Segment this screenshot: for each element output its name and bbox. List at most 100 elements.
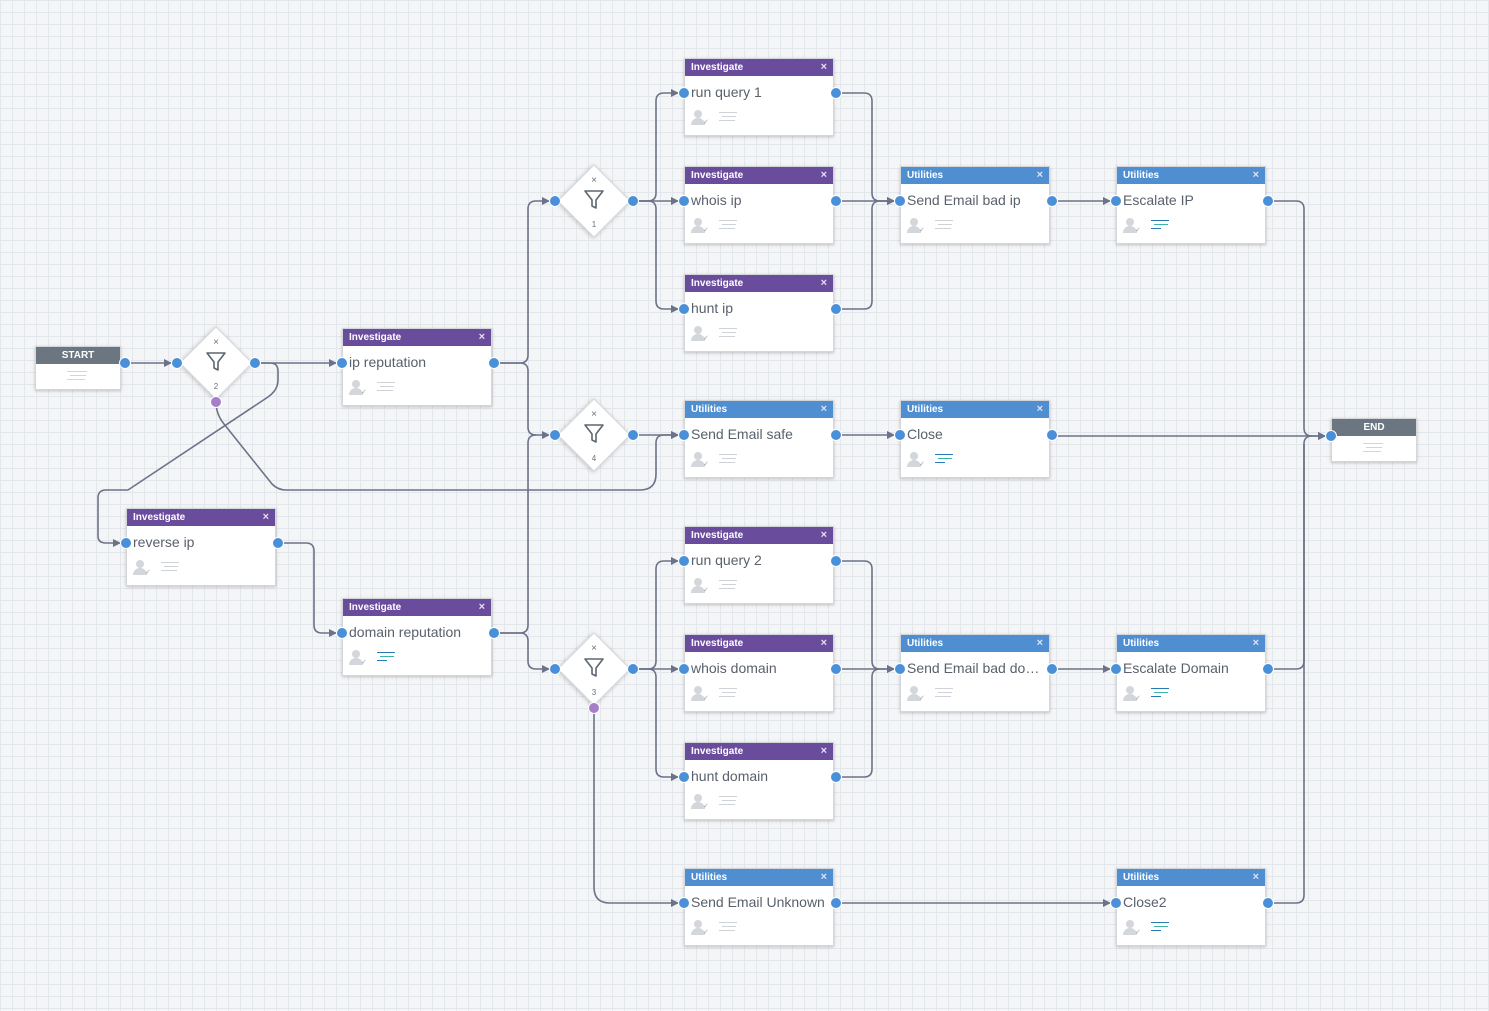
reverse-ip-output-port[interactable] — [272, 537, 284, 549]
close-output-port[interactable] — [1046, 429, 1058, 441]
decision-4-output-port[interactable] — [627, 429, 639, 441]
close-icon[interactable]: × — [820, 871, 827, 883]
close-icon[interactable]: × — [591, 409, 597, 420]
edge-run-query-1-to-send-email-bad-ip[interactable] — [836, 92, 895, 205]
whois-ip-output-port[interactable] — [830, 195, 842, 207]
block-domain-reputation[interactable]: Investigate× domain reputation ✓ — [342, 598, 492, 676]
ip-reputation-output-port[interactable] — [488, 357, 500, 369]
decision-2-output-port[interactable] — [249, 357, 261, 369]
edge-run-query-2-to-send-email-bad-domain[interactable] — [836, 560, 895, 673]
send-email-bad-domain-output-port[interactable] — [1046, 663, 1058, 675]
close-icon[interactable]: × — [1252, 169, 1259, 181]
decision-1-output-port[interactable] — [627, 195, 639, 207]
run-query-1-output-port[interactable] — [830, 87, 842, 99]
decision-3-else-port[interactable] — [588, 702, 600, 714]
edge-close2-to-end[interactable] — [1268, 444, 1305, 904]
close-icon[interactable]: × — [820, 403, 827, 415]
send-email-unknown-input-port[interactable] — [678, 897, 690, 909]
whois-domain-output-port[interactable] — [830, 663, 842, 675]
close-icon[interactable]: × — [1252, 637, 1259, 649]
block-send-email-safe[interactable]: Utilities× Send Email safe ✓ — [684, 400, 834, 478]
send-email-unknown-output-port[interactable] — [830, 897, 842, 909]
decision-1-input-port[interactable] — [549, 195, 561, 207]
close-icon[interactable]: × — [478, 601, 485, 613]
edge-decision-3-else-to-send-email-unknown[interactable] — [593, 708, 679, 907]
start-output-port[interactable] — [119, 357, 131, 369]
escalate-ip-input-port[interactable] — [1110, 195, 1122, 207]
edge-escalate-ip-to-end[interactable] — [1268, 200, 1326, 440]
decision-2-input-port[interactable] — [171, 357, 183, 369]
close-icon[interactable]: × — [820, 61, 827, 73]
close-input-port[interactable] — [894, 429, 906, 441]
escalate-domain-output-port[interactable] — [1262, 663, 1274, 675]
escalate-domain-input-port[interactable] — [1110, 663, 1122, 675]
hunt-ip-output-port[interactable] — [830, 303, 842, 315]
block-whois-domain[interactable]: Investigate× whois domain ✓ — [684, 634, 834, 712]
decision-3-input-port[interactable] — [549, 663, 561, 675]
hunt-domain-input-port[interactable] — [678, 771, 690, 783]
edge-hunt-ip-to-send-email-bad-ip[interactable] — [836, 197, 895, 310]
edge-domain-reputation-to-decision-3[interactable] — [494, 632, 550, 673]
edge-decision-1-to-hunt-ip[interactable] — [633, 200, 679, 313]
send-email-bad-ip-input-port[interactable] — [894, 195, 906, 207]
reverse-ip-input-port[interactable] — [120, 537, 132, 549]
close-icon[interactable]: × — [478, 331, 485, 343]
domain-reputation-input-port[interactable] — [336, 627, 348, 639]
close-icon[interactable]: × — [1036, 169, 1043, 181]
close-icon[interactable]: × — [213, 337, 219, 348]
escalate-ip-output-port[interactable] — [1262, 195, 1274, 207]
hunt-domain-output-port[interactable] — [830, 771, 842, 783]
edge-decision-2-to-reverse-ip[interactable] — [97, 362, 279, 547]
block-send-email-unknown[interactable]: Utilities× Send Email Unknown ✓ — [684, 868, 834, 946]
edge-decision-2-else-to-send-email-safe[interactable] — [215, 401, 679, 491]
edge-hunt-domain-to-send-email-bad-domain[interactable] — [836, 668, 881, 778]
end-input-port[interactable] — [1325, 430, 1337, 442]
block-escalate-domain[interactable]: Utilities× Escalate Domain ✓ — [1116, 634, 1266, 712]
close-icon[interactable]: × — [1036, 403, 1043, 415]
close-icon[interactable]: × — [1252, 871, 1259, 883]
close-icon[interactable]: × — [1036, 637, 1043, 649]
block-run-query-2[interactable]: Investigate× run query 2 ✓ — [684, 526, 834, 604]
block-escalate-ip[interactable]: Utilities× Escalate IP ✓ — [1116, 166, 1266, 244]
close-icon[interactable]: × — [820, 529, 827, 541]
close-icon[interactable]: × — [820, 169, 827, 181]
send-email-bad-ip-output-port[interactable] — [1046, 195, 1058, 207]
block-send-email-bad-domain[interactable]: Utilities× Send Email bad dom... ✓ — [900, 634, 1050, 712]
start-node[interactable]: START — [35, 346, 121, 390]
send-email-safe-output-port[interactable] — [830, 429, 842, 441]
run-query-1-input-port[interactable] — [678, 87, 690, 99]
edge-ip-reputation-to-decision-1[interactable] — [494, 197, 550, 364]
ip-reputation-input-port[interactable] — [336, 357, 348, 369]
close2-output-port[interactable] — [1262, 897, 1274, 909]
block-whois-ip[interactable]: Investigate× whois ip ✓ — [684, 166, 834, 244]
edge-domain-reputation-to-decision-4[interactable] — [494, 434, 537, 634]
whois-ip-input-port[interactable] — [678, 195, 690, 207]
decision-2-else-port[interactable] — [210, 396, 222, 408]
decision-3-output-port[interactable] — [627, 663, 639, 675]
close2-input-port[interactable] — [1110, 897, 1122, 909]
block-close2[interactable]: Utilities× Close2 ✓ — [1116, 868, 1266, 946]
edge-reverse-ip-to-domain-reputation[interactable] — [278, 542, 337, 637]
close-icon[interactable]: × — [820, 745, 827, 757]
run-query-2-input-port[interactable] — [678, 555, 690, 567]
block-run-query-1[interactable]: Investigate× run query 1 ✓ — [684, 58, 834, 136]
close-icon[interactable]: × — [591, 643, 597, 654]
close-icon[interactable]: × — [591, 175, 597, 186]
block-reverse-ip[interactable]: Investigate× reverse ip ✓ — [126, 508, 276, 586]
block-hunt-ip[interactable]: Investigate× hunt ip ✓ — [684, 274, 834, 352]
run-query-2-output-port[interactable] — [830, 555, 842, 567]
close-icon[interactable]: × — [820, 637, 827, 649]
edge-escalate-domain-to-end[interactable] — [1268, 435, 1313, 670]
edge-decision-1-to-run-query-1[interactable] — [633, 89, 679, 202]
end-node[interactable]: END — [1331, 418, 1417, 462]
block-send-email-bad-ip[interactable]: Utilities× Send Email bad ip ✓ — [900, 166, 1050, 244]
block-hunt-domain[interactable]: Investigate× hunt domain ✓ — [684, 742, 834, 820]
block-ip-reputation[interactable]: Investigate× ip reputation ✓ — [342, 328, 492, 406]
send-email-safe-input-port[interactable] — [678, 429, 690, 441]
whois-domain-input-port[interactable] — [678, 663, 690, 675]
close-icon[interactable]: × — [262, 511, 269, 523]
close-icon[interactable]: × — [820, 277, 827, 289]
edge-ip-reputation-to-decision-4[interactable] — [494, 362, 550, 439]
edge-decision-3-to-run-query-2[interactable] — [633, 557, 679, 670]
